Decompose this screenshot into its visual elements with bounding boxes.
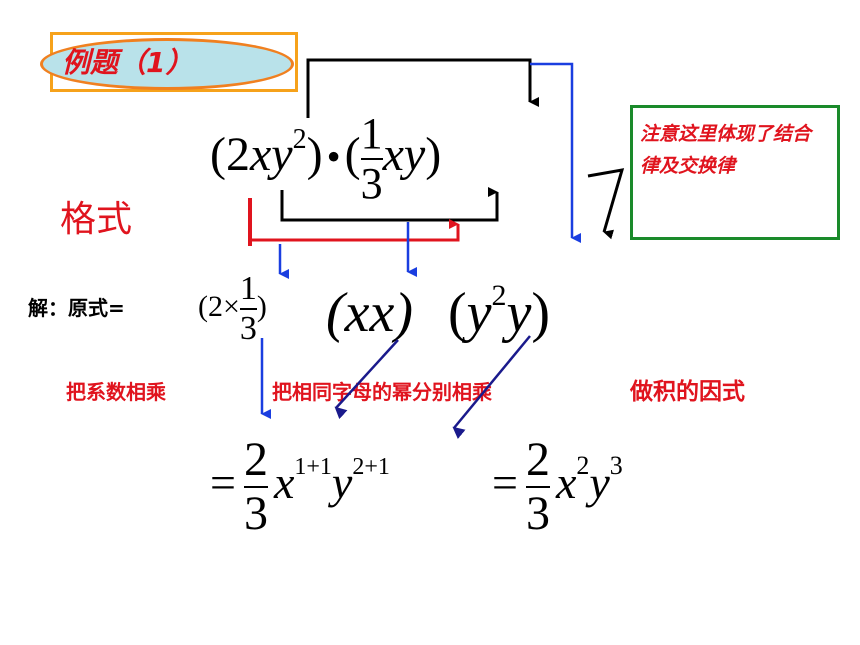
step2-equals: = [210,457,236,508]
step1-frac-bar [239,308,257,311]
expr-rparen-2: ) [425,128,442,181]
note-arrow [587,168,625,240]
bracket-top [306,58,539,118]
step2-frac-bar [243,486,268,489]
expr-lparen-1: ( [210,128,226,181]
bracket-bottom [280,187,499,222]
step2-y-exponent: 2+1 [352,454,390,480]
step1-rparen: ) [256,290,267,323]
note-text: 注意这里体现了结合律及交换律 [640,123,812,177]
step3-y: y [589,457,610,508]
blue-arrow-right [530,62,581,243]
expr-lparen-2: ( [344,128,361,181]
step3-equals: = [492,457,518,508]
step1-two: 2 [208,290,223,323]
expr-frac-bar [360,157,383,160]
expr-dot: • [326,134,341,179]
expr-var-xy-2: xy [382,128,426,181]
step3-x: x [555,457,577,508]
navy-arrow-y [452,335,531,439]
step2-x-exponent: 1+1 [294,454,332,480]
red-bracket [250,219,460,242]
step1-frac-den: 3 [239,310,257,348]
expr-exponent: 2 [292,124,307,155]
step1-xx-text: (xx) [326,282,414,344]
navy-arrow-x [334,339,399,420]
solution-label: 解：原式= [28,296,125,320]
step3-frac-num: 2 [525,433,550,487]
step2-x: x [273,457,295,508]
step1-y-rparen: ) [531,282,551,344]
step1-y-exponent: 2 [491,279,507,312]
hint-product-factor: 做积的因式 [630,379,745,405]
step2-frac-num: 2 [243,433,268,487]
step1-times: × [223,290,240,323]
step3-x-exponent: 2 [576,451,590,480]
step1-lparen: ( [198,290,208,323]
expr-var-xy: xy [249,128,293,181]
step1-y2: y [506,282,532,344]
example-title: 例题（1） [62,46,194,79]
step3-frac-bar [525,486,550,489]
step1-y1: y [466,282,492,344]
hint-multiply-coefficients: 把系数相乘 [66,380,166,404]
step1-xx: (xx) [326,268,413,358]
step3-y-exponent: 3 [609,451,623,480]
title-oval [40,38,294,90]
format-label: 格式 [60,199,133,240]
step2-frac-den: 3 [243,487,268,541]
step3-frac-den: 3 [525,487,550,541]
expr-coef: 2 [225,128,250,181]
expr-frac-den: 3 [360,158,383,208]
expr-frac-num: 1 [360,108,383,158]
note-box [630,105,840,240]
expr-rparen-1: ) [306,128,323,181]
step1-yy: (y2y) [448,268,550,358]
step2-y: y [331,457,353,508]
step1-y-lparen: ( [448,282,467,344]
step1-frac-num: 1 [239,270,257,308]
hint-multiply-powers: 把相同字母的幂分别相乘 [272,380,492,404]
